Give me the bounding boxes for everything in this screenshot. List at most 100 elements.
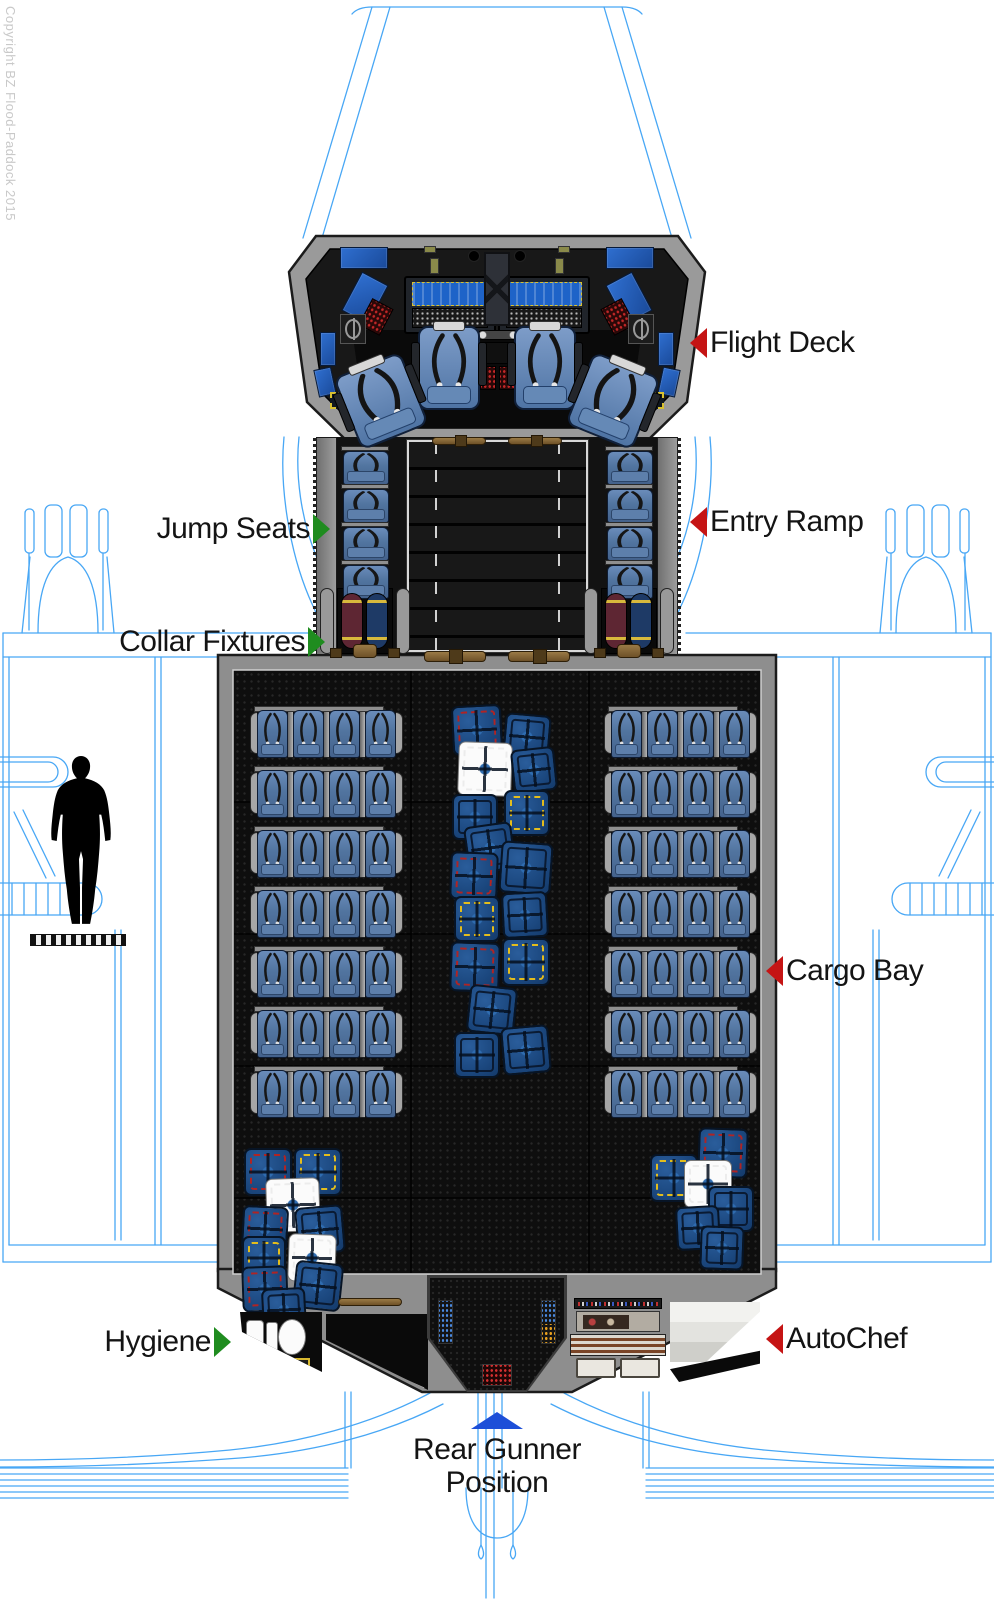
stern-hinge: [338, 1298, 402, 1306]
flightdeck-scr: [658, 332, 674, 366]
gunner-keypad-blue: [534, 1374, 557, 1390]
gunner-console-red-module: [438, 1376, 462, 1390]
copyright-text: Copyright BZ Flood-Paddock 2015: [3, 6, 18, 221]
cargo-door-hinge-clasp: [449, 649, 463, 664]
label-rear-gunner: Rear Gunner Position: [380, 1412, 614, 1499]
passenger-bench: [250, 766, 403, 818]
collar-foot: [617, 644, 641, 658]
ramp-hinge-clasp: [455, 435, 467, 447]
label-hygiene: Hygiene: [104, 1325, 231, 1359]
passenger-bench: [604, 766, 757, 818]
human-scale-figure: [51, 756, 111, 924]
locker-edge-stripe: [326, 1342, 425, 1390]
jump-seat: [341, 484, 389, 523]
autochef-vents: [570, 1334, 666, 1356]
galley-floor-steps: [670, 1302, 760, 1362]
passenger-bench: [604, 706, 757, 758]
passenger-bench: [250, 946, 403, 998]
passenger-bench: [250, 826, 403, 878]
passenger-bench: [604, 946, 757, 998]
flightdeck-olive: [424, 246, 436, 253]
cargo-crate: [502, 938, 550, 986]
flightdeck-dial: [628, 314, 654, 344]
jump-seat: [605, 522, 653, 561]
collar-bracket: [330, 648, 342, 658]
toilet-tank: [266, 1322, 278, 1354]
flightdeck-olive: [558, 246, 570, 253]
passenger-bench: [250, 1006, 403, 1058]
passenger-bench: [250, 1066, 403, 1118]
flightdeck-scr: [320, 332, 336, 366]
passenger-bench: [604, 1066, 757, 1118]
flightdeck-dome: [514, 250, 526, 262]
flightdeck-handle: [478, 330, 518, 340]
jump-seat: [341, 446, 389, 485]
sink: [246, 1320, 264, 1350]
collar-bracket: [594, 648, 606, 658]
pilot-seat: [411, 321, 487, 410]
cargo-crate: [504, 790, 550, 836]
flightdeck-rear-seat: [332, 351, 429, 451]
label-cargo-bay: Cargo Bay: [766, 954, 924, 988]
arrow-left-icon: [766, 1324, 783, 1354]
toilet-bowl: [278, 1319, 306, 1355]
gunner-side-panel: [438, 1300, 453, 1344]
label-flight-deck: Flight Deck: [690, 326, 855, 360]
stern-locker-room: [326, 1314, 428, 1390]
passenger-bench: [604, 826, 757, 878]
ramp-hinge-clasp: [531, 435, 543, 447]
flightdeck-centercol: [484, 252, 510, 326]
label-autochef: AutoChef: [766, 1322, 908, 1356]
collar-tank-maroon: [605, 593, 627, 649]
jump-seat: [605, 446, 653, 485]
gunner-keypad-red: [482, 1364, 512, 1386]
flightdeck-dome: [468, 250, 480, 262]
scale-bar: [30, 934, 126, 946]
jump-seat: [341, 560, 389, 599]
jump-seat: [341, 522, 389, 561]
cargo-crate: [454, 896, 500, 942]
cargo-crate: [457, 741, 513, 797]
label-entry-ramp: Entry Ramp: [690, 505, 864, 539]
collar-pillar: [584, 588, 598, 654]
gunner-button-panel: [542, 1324, 555, 1343]
arrow-left-icon: [690, 328, 707, 358]
arrow-right-icon: [313, 514, 330, 544]
flightdeck-olive: [555, 258, 564, 274]
passenger-bench: [604, 886, 757, 938]
autochef-indicator-strip: [574, 1298, 662, 1309]
cargo-crate: [499, 1023, 553, 1077]
collar-bracket: [652, 648, 664, 658]
flightdeck-console: [498, 276, 590, 334]
autochef-panel: [576, 1311, 660, 1332]
autochef-zone: [566, 1296, 762, 1386]
cargo-crate: [699, 1225, 745, 1271]
passenger-bench: [250, 886, 403, 938]
cargo-crate: [500, 890, 550, 940]
collar-bracket: [388, 648, 400, 658]
passenger-bench: [250, 706, 403, 758]
step-mat: [288, 1358, 310, 1369]
autochef-door: [620, 1358, 660, 1378]
pilot-seat: [507, 321, 583, 410]
collar-tank-maroon: [341, 593, 363, 649]
arrow-up-icon: [471, 1412, 523, 1429]
collar-tank-navy: [366, 593, 388, 649]
label-jump-seats: Jump Seats: [157, 512, 330, 546]
flightdeck-dial: [340, 314, 366, 344]
arrow-right-icon: [308, 627, 325, 657]
cargo-crate: [449, 851, 499, 901]
collar-pillar: [660, 588, 674, 654]
rear-gunner-bay: [430, 1278, 564, 1390]
jump-seat: [605, 484, 653, 523]
autochef-door: [576, 1358, 616, 1378]
arrow-right-icon: [214, 1327, 231, 1357]
cargo-crate: [498, 840, 554, 896]
arrow-left-icon: [690, 507, 707, 537]
collar-tank-navy: [630, 593, 652, 649]
collar-pillar: [396, 588, 410, 654]
flightdeck-olive: [430, 258, 439, 274]
label-collar-fixtures: Collar Fixtures: [119, 625, 325, 659]
